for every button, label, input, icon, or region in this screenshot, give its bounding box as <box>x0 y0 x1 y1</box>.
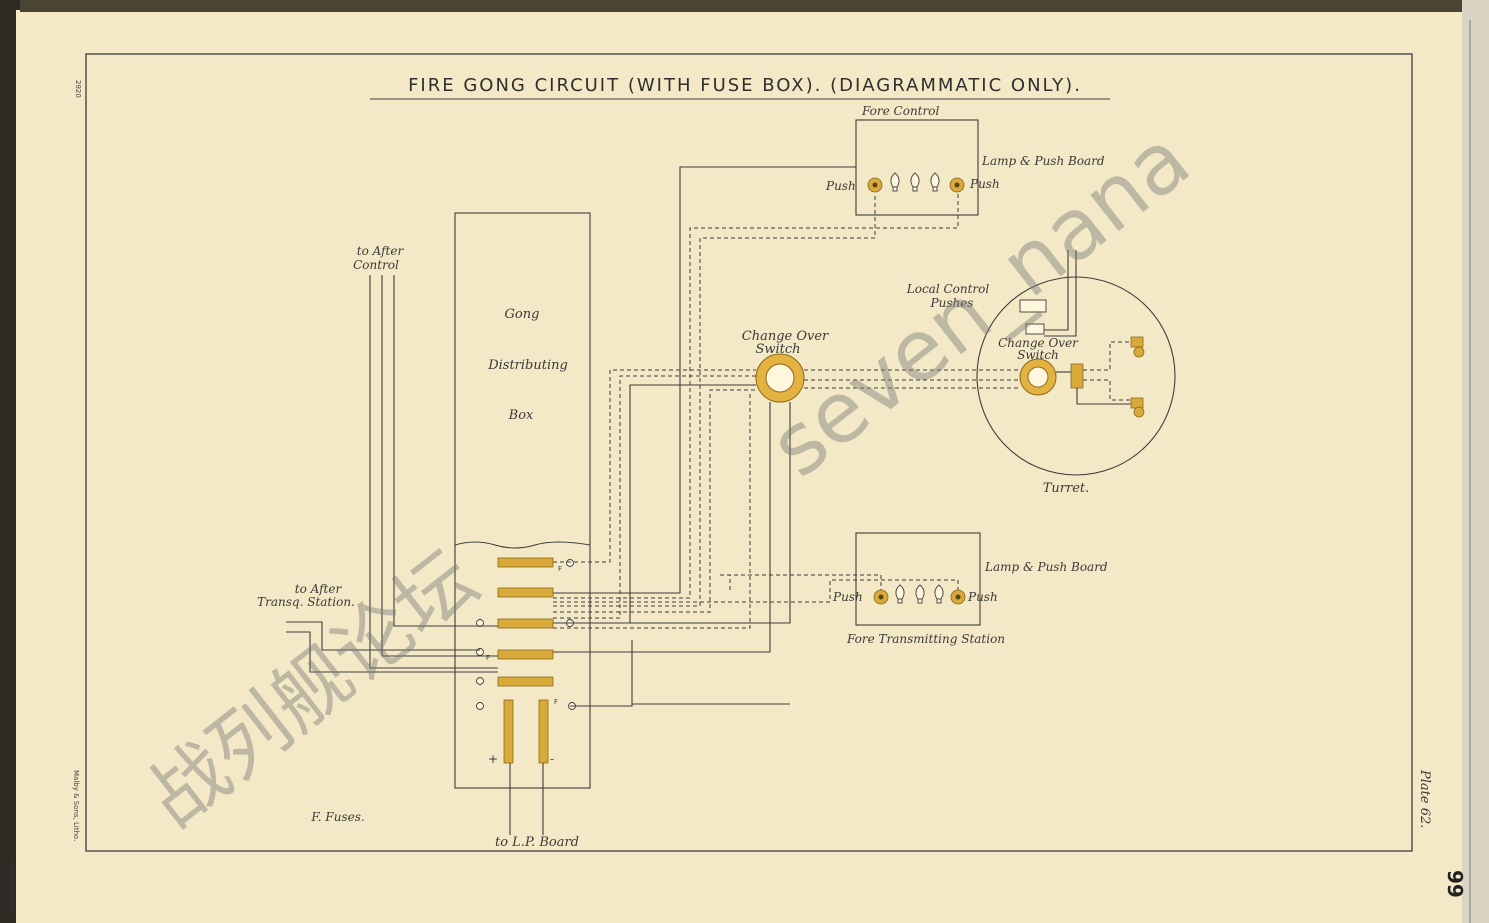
local-control-label-2: Pushes <box>930 296 974 310</box>
minus-label: - <box>550 752 554 766</box>
fuse-f-label: F <box>558 565 562 573</box>
push-left-bottom-label: Push <box>832 590 863 604</box>
to-lp-board-label: to L.P. Board <box>495 835 579 850</box>
fuse-f-label: F <box>486 654 490 662</box>
lamp-push-board-bottom-label: Lamp & Push Board <box>984 560 1108 574</box>
turret-switch-label-2: Switch <box>1017 348 1059 362</box>
fuse-bank: F F F + - <box>476 557 576 766</box>
turret-switch-label-1: Change Over <box>998 336 1079 350</box>
push-right-bottom-label: Push <box>967 590 998 604</box>
plate-border <box>85 53 1413 852</box>
change-over-label-1: Change Over <box>742 329 829 344</box>
fore-control-board: Fore Control Lamp & Push Board Push Push <box>825 104 1105 216</box>
turret-terminal-block <box>1070 363 1084 389</box>
change-over-switch: Change Over Switch <box>742 329 829 403</box>
to-after-control-label-2: Control <box>353 258 399 272</box>
gong-icon <box>1133 346 1145 358</box>
turret: Turret. Local Control Pushes Change Over… <box>906 250 1176 496</box>
fore-transmitting-board: Lamp & Push Board Push Push Fore Transmi… <box>832 532 1108 646</box>
gong-label-1: Gong <box>505 307 540 322</box>
fuse-f-label: F <box>554 698 558 706</box>
fore-transmitting-label: Fore Transmitting Station <box>846 632 1005 646</box>
gong-icon <box>1133 406 1145 418</box>
plate-number: Plate 62. <box>1417 769 1432 828</box>
wiring <box>553 166 1020 707</box>
local-control-pushes-icon <box>1019 299 1047 313</box>
lamp-push-board-top-label: Lamp & Push Board <box>981 154 1105 168</box>
to-after-control-label-1: to After <box>357 244 405 258</box>
printer-imprint: Malby & Sons, Litho. <box>72 770 80 841</box>
page-number: 99 <box>1443 870 1467 898</box>
fuses-legend: F. Fuses. <box>310 810 364 824</box>
gong-label-2: Distributing <box>487 358 568 373</box>
to-after-transq-label-2: Transq. Station. <box>257 595 355 609</box>
turret-label: Turret. <box>1043 481 1090 496</box>
change-over-label-2: Switch <box>755 342 800 357</box>
side-code: 2920 <box>74 80 82 98</box>
lamp-icons <box>895 584 944 604</box>
push-left-top-label: Push <box>825 179 856 193</box>
lamp-icons <box>890 172 940 192</box>
fuse-negative <box>538 699 549 764</box>
fuse-positive <box>503 699 514 764</box>
push-right-top-label: Push <box>969 177 1000 191</box>
fore-control-label: Fore Control <box>861 104 939 118</box>
binding-edge <box>20 0 1470 12</box>
to-after-transq-label-1: to After <box>295 582 343 596</box>
gong-label-3: Box <box>508 408 534 423</box>
gong-distributing-box: Gong Distributing Box <box>454 212 591 789</box>
local-control-label-1: Local Control <box>906 282 990 296</box>
plus-label: + <box>488 752 498 766</box>
paper-sheet <box>16 10 1474 923</box>
page-edge <box>1462 0 1489 923</box>
plate-title: FIRE GONG CIRCUIT (WITH FUSE BOX). (DIAG… <box>408 75 1082 96</box>
